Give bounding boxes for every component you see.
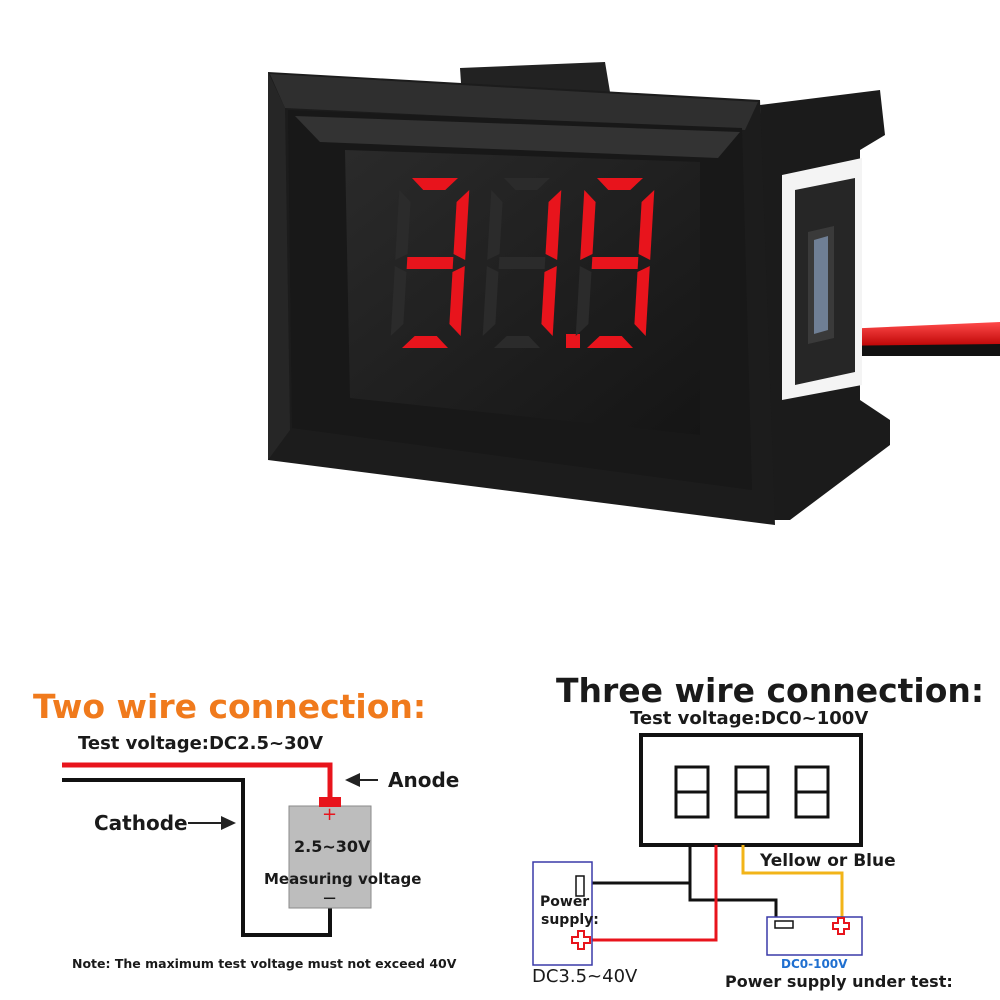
power-supply-label-2: supply: [541,912,599,928]
led-digit-1-segment-d [402,336,448,348]
cathode-arrow [188,816,236,830]
led-digit-2-segment-a [504,178,550,190]
led-digit-1-segment-b [453,190,470,260]
three-wire-title: Three wire connection: [556,671,985,710]
seg-digit-outline-1 [674,765,710,819]
battery-minus-sign: − [322,888,338,909]
black-wire-power [590,845,692,885]
led-digit-1-segment-g [406,257,454,269]
under-test-minus [774,920,794,929]
yellow-wire [741,845,844,918]
power-supply-minus [575,875,585,897]
voltage-note: Note: The maximum test voltage must not … [72,956,457,971]
under-test-range: DC0-100V [781,957,848,971]
battery-label: Measuring voltage [264,870,422,888]
meter-wires [820,322,1000,356]
under-test-plus-icon [832,917,850,935]
cathode-wire [62,778,332,937]
cathode-label: Cathode [94,811,188,835]
led-digit-3-segment-f [580,190,596,260]
meter-housing-side [760,90,890,520]
led-digit-2-segment-c [541,266,557,336]
power-supply-label-1: Power [540,894,590,910]
two-wire-test-voltage: Test voltage:DC2.5~30V [78,733,324,754]
led-digit-2-segment-g [498,257,546,269]
led-digit-3-segment-a [597,178,643,190]
seg-digit-outlines [674,765,830,819]
led-digit-2-segment-f [487,190,503,260]
led-digit-3-segment-g [591,257,639,269]
display-window [345,150,700,435]
power-supply-plus-icon [571,930,591,950]
battery-plus-sign: + [322,804,338,825]
yellow-blue-label: Yellow or Blue [760,851,896,871]
three-wire-test-voltage: Test voltage:DC0~100V [630,708,869,729]
seg-digit-outline-2 [734,765,770,819]
led-digit-3-segment-b [638,190,655,260]
led-digit-3-segment-d [587,336,633,348]
two-wire-title: Two wire connection: [33,687,427,726]
battery-body [288,805,372,909]
black-wire-test [688,883,778,918]
power-supply-range: DC3.5~40V [532,966,638,987]
led-digit-2-segment-d [494,336,540,348]
led-digits [390,178,655,348]
led-digit-1-segment-f [395,190,411,260]
meter-box [639,733,863,847]
under-test-label: Power supply under test: [725,972,953,991]
led-digit-3-segment-c [634,266,650,336]
anode-wire [62,762,333,798]
led-digit-2-segment-b [545,190,562,260]
led-digit-2-segment-e [482,266,499,336]
led-decimal-point [566,334,580,348]
led-digit-1-segment-a [412,178,458,190]
red-wire [592,845,718,942]
led-digit-3-segment-e [575,266,592,336]
battery-terminal [319,797,341,807]
anode-label: Anode [388,768,460,792]
battery-voltage: 2.5~30V [294,837,371,856]
led-digit-1-segment-e [390,266,407,336]
led-digit-1-segment-c [449,266,465,336]
anode-arrow [345,773,378,787]
seg-digit-outline-3 [794,765,830,819]
